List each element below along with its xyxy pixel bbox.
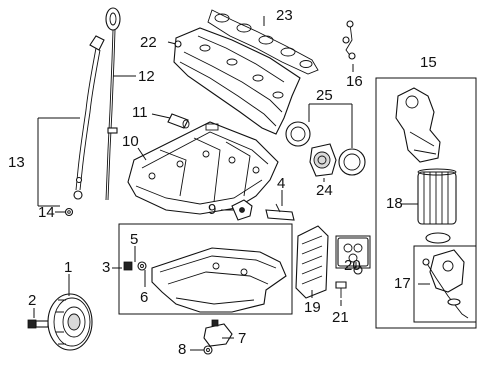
callout-11: 11	[132, 104, 148, 121]
callout-20: 20	[344, 257, 361, 274]
gasket-ring-right	[338, 148, 366, 176]
callout-24: 24	[316, 182, 333, 199]
oil-pan-group-box	[118, 223, 293, 315]
gasket-set	[207, 9, 319, 75]
callout-25: 25	[316, 87, 333, 104]
filter-housing-group-box	[375, 77, 477, 329]
callout-15: 15	[420, 54, 437, 71]
sensor-clip	[342, 20, 356, 60]
cylinder-head-cover	[173, 27, 301, 135]
callout-6: 6	[140, 289, 149, 306]
dipstick-tube	[73, 35, 105, 200]
cooler-seals	[337, 237, 369, 275]
pulley-bolt	[27, 319, 49, 329]
callout-12: 12	[138, 68, 155, 85]
oil-level-sensor	[265, 203, 295, 221]
engine-block-frame	[127, 121, 279, 215]
filter-housing	[395, 87, 441, 163]
callout-21: 21	[332, 309, 349, 326]
mounting-bolt	[335, 281, 347, 298]
oil-pan	[151, 247, 287, 313]
callout-22: 22	[140, 34, 157, 51]
callout-8: 8	[178, 341, 187, 358]
callout-9: 9	[208, 201, 217, 218]
callout-2: 2	[28, 292, 37, 309]
oil-cooler-assembly	[422, 249, 469, 319]
oil-cooler-group-box	[413, 245, 477, 323]
callout-13: 13	[8, 154, 25, 171]
oil-separator	[167, 113, 190, 129]
seal-kit-box	[335, 235, 371, 269]
callout-14: 14	[38, 204, 55, 221]
oil-pressure-switch	[203, 319, 233, 347]
seal-ring-14	[64, 207, 74, 217]
crankshaft-pulley	[47, 293, 93, 351]
callout-4: 4	[277, 175, 286, 192]
leader-lines	[33, 16, 430, 351]
callout-18: 18	[386, 195, 403, 212]
callout-3: 3	[102, 259, 111, 276]
adapter-flange	[309, 143, 337, 177]
vacuum-pump	[231, 199, 253, 221]
oil-filter-element	[417, 168, 457, 225]
callout-16: 16	[346, 73, 363, 90]
callout-19: 19	[304, 299, 321, 316]
callout-1: 1	[64, 259, 73, 276]
filter-seal-ring	[425, 232, 451, 244]
plug-8	[203, 345, 213, 355]
oil-cooler	[295, 225, 329, 299]
callout-5: 5	[130, 231, 139, 248]
callout-10: 10	[122, 133, 139, 150]
gasket-ring-left	[285, 121, 311, 147]
callout-17: 17	[394, 275, 411, 292]
drain-plug	[123, 261, 147, 271]
dipstick	[105, 7, 121, 201]
callout-7: 7	[238, 330, 247, 347]
callout-23: 23	[276, 7, 293, 24]
